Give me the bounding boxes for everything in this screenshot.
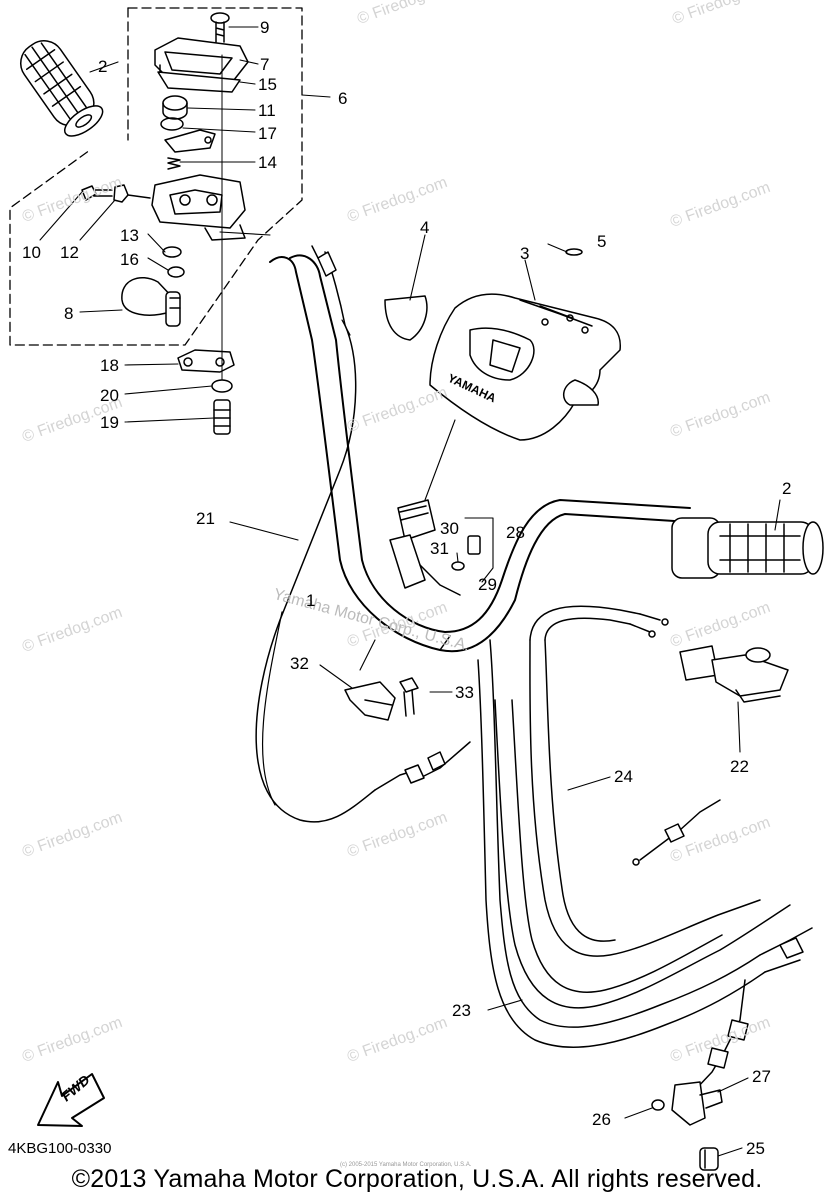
- clip-part-26: [651, 1099, 665, 1111]
- part-label-7: 7: [260, 55, 270, 74]
- part-label-4: 4: [420, 218, 430, 237]
- part-label-10: 10: [22, 243, 41, 262]
- cable-part-24: [494, 605, 791, 1009]
- part-label-15: 15: [258, 75, 277, 94]
- part-label-16: 16: [120, 250, 139, 269]
- screw-part-30: [467, 535, 481, 555]
- collar-part-11: [162, 95, 188, 120]
- part-label-14: 14: [258, 153, 277, 172]
- switch-part-28: [389, 499, 461, 596]
- leader-lines: [39, 26, 781, 1157]
- part-label-23: 23: [452, 1001, 471, 1020]
- right-grip-part-2: [671, 517, 824, 579]
- part-label-32: 32: [290, 654, 309, 673]
- part-label-31: 31: [430, 539, 449, 558]
- spring-part-14: [167, 157, 181, 170]
- part-label-27: 27: [752, 1067, 771, 1086]
- left-grip: [19, 40, 104, 137]
- part-label-28: 28: [506, 523, 525, 542]
- badge-part-4: [384, 295, 428, 341]
- part-label-5: 5: [597, 232, 607, 251]
- small-stamp: (c) 2005-2015 Yamaha Motor Corporation, …: [340, 1162, 472, 1168]
- oring-part-17: [160, 117, 184, 131]
- fwd-arrow: [37, 1073, 105, 1127]
- switch-housing: [151, 174, 246, 241]
- part-label-1: 1: [306, 591, 316, 610]
- bolt-part-25: [699, 1147, 719, 1171]
- adjuster-part-27: [694, 979, 749, 1091]
- grommet-part-5: [565, 248, 583, 256]
- part-label-30: 30: [440, 519, 459, 538]
- bracket-part-32: [344, 681, 396, 721]
- diagram-code: 4KBG100-0330: [8, 1140, 112, 1157]
- copyright-notice: ©2013 Yamaha Motor Corporation, U.S.A. A…: [71, 1165, 763, 1193]
- part-label-9: 9: [260, 18, 270, 37]
- washer-part-20: [211, 379, 233, 393]
- part-label-8: 8: [64, 304, 74, 323]
- gasket-part-15: [157, 71, 241, 93]
- part-label-11: 11: [258, 101, 276, 120]
- bolt-part-19: [213, 399, 231, 435]
- washer-part-13: [162, 246, 182, 258]
- handlebar-cover-part-3: [429, 293, 621, 441]
- part-label-12: 12: [60, 243, 79, 262]
- part-label-33: 33: [455, 683, 474, 702]
- part-label-22: 22: [730, 757, 749, 776]
- part-label-6: 6: [338, 89, 348, 108]
- part-label-20: 20: [100, 386, 119, 405]
- throttle-lever-part-8: [121, 277, 181, 327]
- cable-end-24: [639, 799, 721, 861]
- washer-part-16: [167, 266, 185, 278]
- part-label-13: 13: [120, 226, 139, 245]
- part-label-24: 24: [614, 767, 633, 786]
- part-label-26: 26: [592, 1110, 611, 1129]
- nut-part-12: [113, 184, 151, 203]
- switch-part-22: [679, 645, 789, 703]
- part-label-2: 2: [98, 57, 108, 76]
- lever-part-27: [671, 1081, 723, 1126]
- part-label-3: 3: [520, 244, 530, 263]
- cable-21-sleeve: [261, 611, 283, 806]
- bolt-part-33: [399, 677, 419, 717]
- part-label-17: 17: [258, 124, 277, 143]
- screw-part-9: [210, 12, 230, 43]
- part-label-29: 29: [478, 575, 497, 594]
- cable-part-23: [477, 639, 813, 1048]
- bolt-part-10: [81, 185, 113, 201]
- handlebar: [269, 254, 691, 653]
- plate-part-17: [164, 129, 216, 153]
- washer-part-31: [451, 561, 465, 571]
- part-label-2b: 2: [782, 479, 792, 498]
- clamp-part-18: [177, 349, 235, 373]
- part-label-19: 19: [100, 413, 119, 432]
- part-label-25: 25: [746, 1139, 765, 1158]
- throttle-cable-part-21: [255, 245, 471, 823]
- part-label-18: 18: [100, 356, 119, 375]
- part-label-21: 21: [196, 509, 215, 528]
